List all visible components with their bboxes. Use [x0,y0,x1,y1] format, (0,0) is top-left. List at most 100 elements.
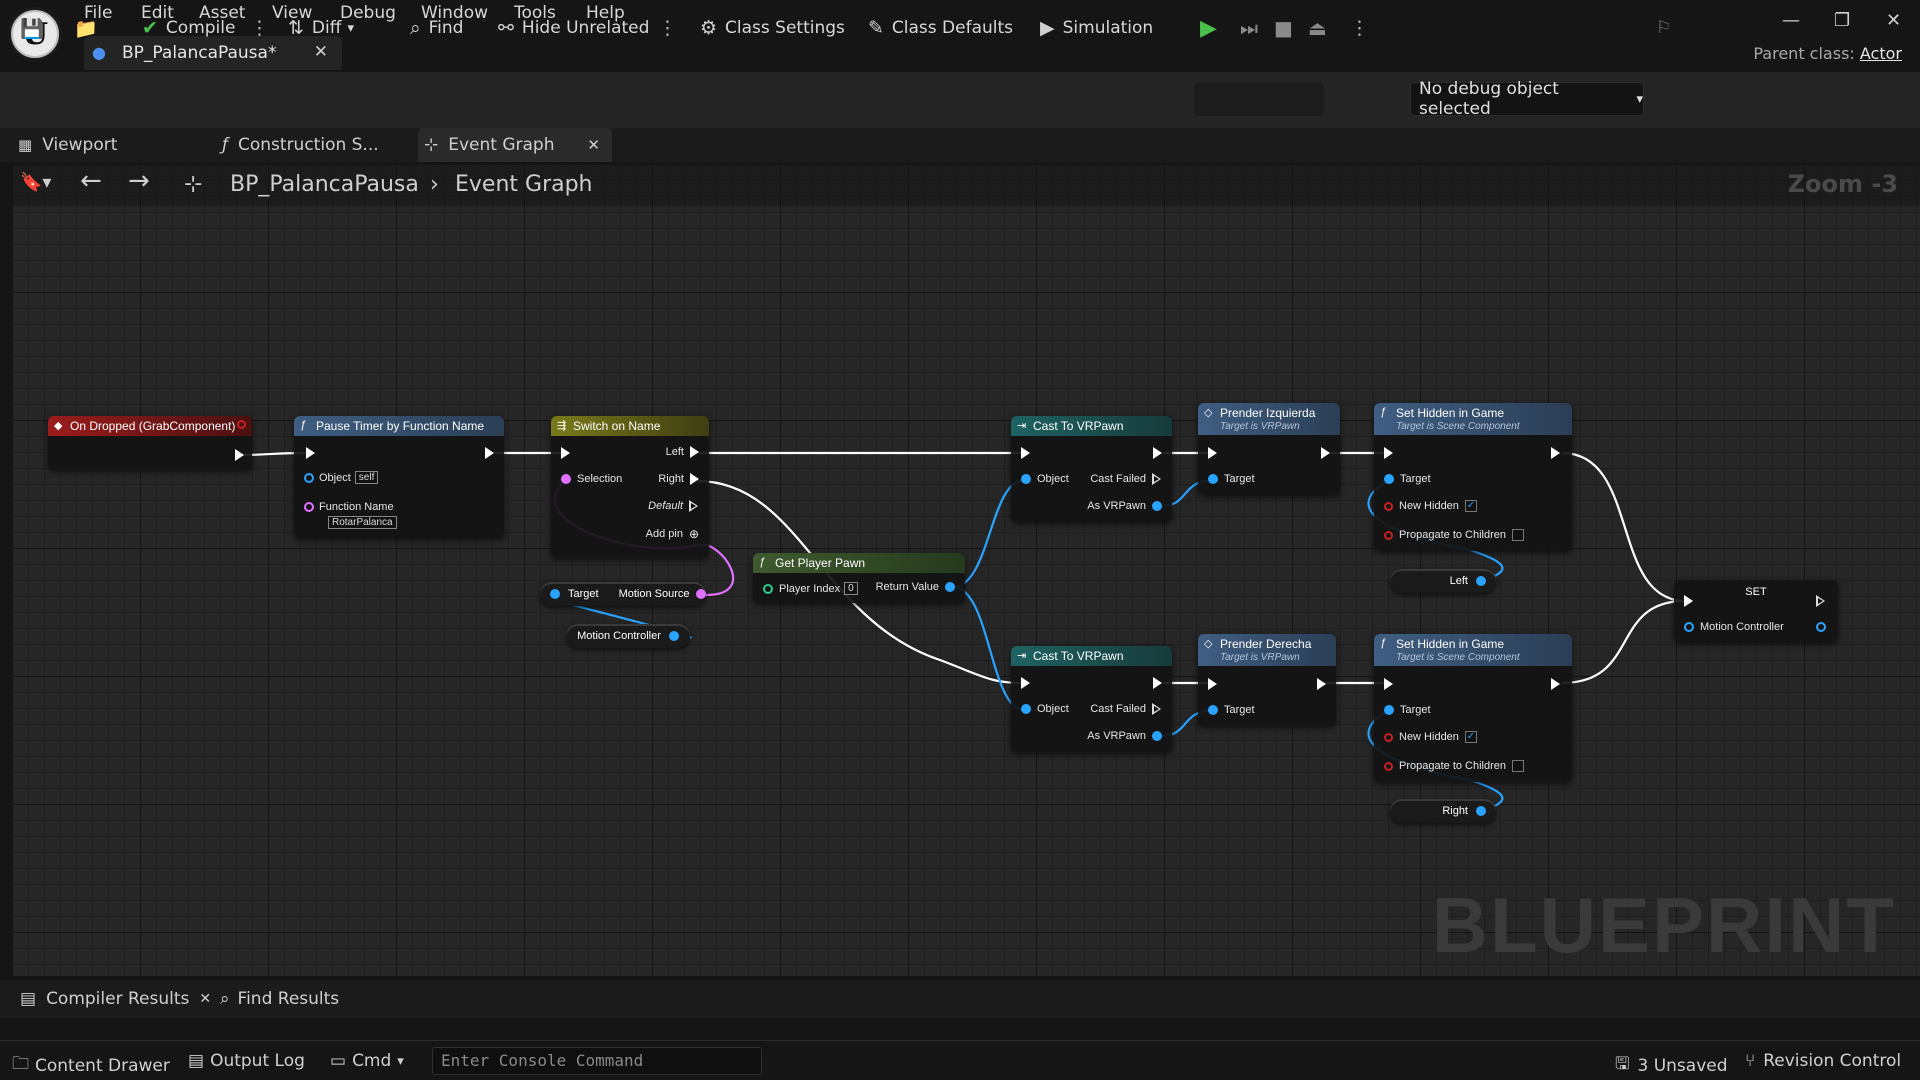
unsaved-button[interactable]: 🖫 3 Unsaved [1615,1051,1728,1080]
menu-view[interactable]: View [272,3,313,23]
target-pin[interactable]: Target [1384,704,1431,716]
menu-edit[interactable]: Edit [141,3,174,23]
hide-unrelated-button[interactable]: ⚯ Hide Unrelated [498,14,649,42]
menu-help[interactable]: Help [586,3,625,23]
hide-options-icon[interactable]: ⋮ [658,17,677,39]
as-vrpawn-pin[interactable]: As VRPawn [1087,730,1162,742]
simulation-button[interactable]: ▶ Simulation [1040,14,1153,42]
propagate-pin[interactable]: Propagate to Children [1384,529,1525,541]
compile-button[interactable]: ✔ Compile [142,14,235,42]
menu-file[interactable]: File [84,3,113,23]
node-cast-vrpawn-bottom[interactable]: ⇥ Cast To VRPawn Object Cast Failed As V… [1011,646,1172,752]
motion-controller-pin[interactable]: Motion Controller [1684,621,1784,633]
exec-out-pin[interactable] [1551,447,1560,459]
node-pause-timer[interactable]: ƒ Pause Timer by Function Name Object se… [294,416,504,538]
player-index-value[interactable]: 0 [844,582,858,595]
node-cast-vrpawn-top[interactable]: ⇥ Cast To VRPawn Object Cast Failed As V… [1011,416,1172,522]
new-hidden-checkbox[interactable]: ✓ [1464,731,1477,743]
node-get-player-pawn[interactable]: ƒ Get Player Pawn Player Index 0 Return … [753,553,965,603]
tab-find-results[interactable]: ⌕ Find Results [220,989,339,1009]
restore-icon[interactable]: ❐ [1834,10,1851,31]
class-settings-button[interactable]: ⚙ Class Settings [700,14,845,42]
function-name-pin[interactable]: Function Name [304,501,394,513]
forward-arrow-icon[interactable]: → [128,166,150,196]
function-name-value[interactable]: RotarPalanca [328,516,397,529]
close-tab-icon[interactable]: ✕ [313,42,328,62]
exec-in-pin[interactable] [1208,447,1217,459]
eject-icon[interactable]: ⏏ [1308,16,1327,40]
exec-out-pin[interactable] [1551,678,1560,690]
revision-control-button[interactable]: ⑂ Revision Control [1745,1051,1901,1071]
selection-pin[interactable]: Selection [561,473,622,485]
menu-debug[interactable]: Debug [340,3,396,23]
menu-asset[interactable]: Asset [199,3,246,23]
output-log-button[interactable]: ▤ Output Log [188,1051,305,1071]
output-pin[interactable] [1816,622,1826,632]
target-pin[interactable]: Target [1208,704,1255,716]
event-graph-canvas[interactable] [12,164,1920,976]
exec-out-pin[interactable] [1317,678,1326,690]
stop-icon[interactable]: ■ [1274,16,1293,40]
document-tab[interactable]: ● BP_PalancaPausa* ✕ [84,36,342,70]
exec-out-pin[interactable] [235,449,244,461]
node-prender-derecha[interactable]: ◇ Prender Derecha Target is VRPawn Targe… [1198,634,1336,726]
tab-construction-script[interactable]: ƒ Construction S... [222,128,412,162]
propagate-checkbox[interactable] [1512,529,1525,541]
new-hidden-pin[interactable]: New Hidden ✓ [1384,500,1477,512]
node-left-var[interactable]: Left [1390,569,1496,593]
right-exec-pin[interactable]: Right [658,473,699,485]
bookmark-icon[interactable]: 🔖▾ [20,172,52,193]
new-hidden-pin[interactable]: New Hidden ✓ [1384,731,1477,743]
node-motion-source[interactable]: Target Motion Source [540,582,706,606]
as-vrpawn-pin[interactable]: As VRPawn [1087,500,1162,512]
menu-window[interactable]: Window [421,3,489,23]
node-motion-controller-var[interactable]: Motion Controller [566,624,690,648]
exec-in-pin[interactable] [1384,447,1393,459]
step-icon[interactable]: ⏭ [1240,16,1258,40]
exec-in-pin[interactable] [561,447,570,459]
exec-in-pin[interactable] [1208,678,1217,690]
new-hidden-checkbox[interactable]: ✓ [1464,500,1477,512]
node-prender-izquierda[interactable]: ◇ Prender Izquierda Target is VRPawn Tar… [1198,403,1340,495]
tab-viewport[interactable]: ▦ Viewport [18,128,208,162]
exec-in-pin[interactable] [1021,677,1030,689]
browse-icon[interactable]: 📁 [74,17,98,40]
node-right-var[interactable]: Right [1390,799,1496,823]
breadcrumb-blueprint[interactable]: BP_PalancaPausa [230,172,419,197]
tab-event-graph[interactable]: ⊹ Event Graph ✕ [418,128,612,162]
exec-out-pin[interactable] [1153,677,1162,689]
tab-compiler-results[interactable]: ▤ Compiler Results ✕ [20,989,211,1009]
exec-out-pin[interactable] [485,447,494,459]
cast-failed-pin[interactable]: Cast Failed [1090,473,1162,485]
exec-out-pin[interactable] [1153,447,1162,459]
debug-filter-icon[interactable]: ⚐ [1656,18,1672,38]
console-input[interactable]: Enter Console Command [432,1047,762,1075]
content-drawer-button[interactable]: 🗀 Content Drawer [12,1051,170,1080]
add-pin-button[interactable]: Add pin ⊕ [646,527,699,541]
play-icon[interactable]: ▶ [1200,15,1217,41]
minimize-icon[interactable]: — [1782,10,1800,31]
delegate-pin[interactable] [237,420,246,429]
find-button[interactable]: ⌕ Find [410,14,463,42]
target-pin[interactable]: Target [1208,473,1255,485]
player-index-pin[interactable]: Player Index 0 [763,582,858,595]
target-pin[interactable]: Target [1384,473,1431,485]
node-on-dropped[interactable]: ◆ On Dropped (GrabComponent) [48,416,252,470]
object-pin[interactable]: Object self [304,471,379,484]
close-window-icon[interactable]: ✕ [1886,10,1902,31]
return-value-pin[interactable]: Return Value [876,581,955,593]
propagate-checkbox[interactable] [1512,760,1525,772]
close-tab-icon[interactable]: ✕ [199,991,212,1007]
hierarchy-icon[interactable]: ⊹ [184,172,203,197]
save-icon[interactable]: 💾 [20,17,44,40]
propagate-pin[interactable]: Propagate to Children [1384,760,1525,772]
node-set-hidden-bottom[interactable]: ƒ Set Hidden in Game Target is Scene Com… [1374,634,1572,782]
cmd-dropdown[interactable]: ▭ Cmd ▾ [330,1051,404,1071]
exec-out-pin[interactable] [1321,447,1330,459]
exec-in-pin[interactable] [1384,678,1393,690]
exec-in-pin[interactable] [1684,595,1693,607]
parent-class-value[interactable]: Actor [1859,44,1902,63]
cast-failed-pin[interactable]: Cast Failed [1090,703,1162,715]
back-arrow-icon[interactable]: ← [80,166,102,196]
exec-in-pin[interactable] [1021,447,1030,459]
